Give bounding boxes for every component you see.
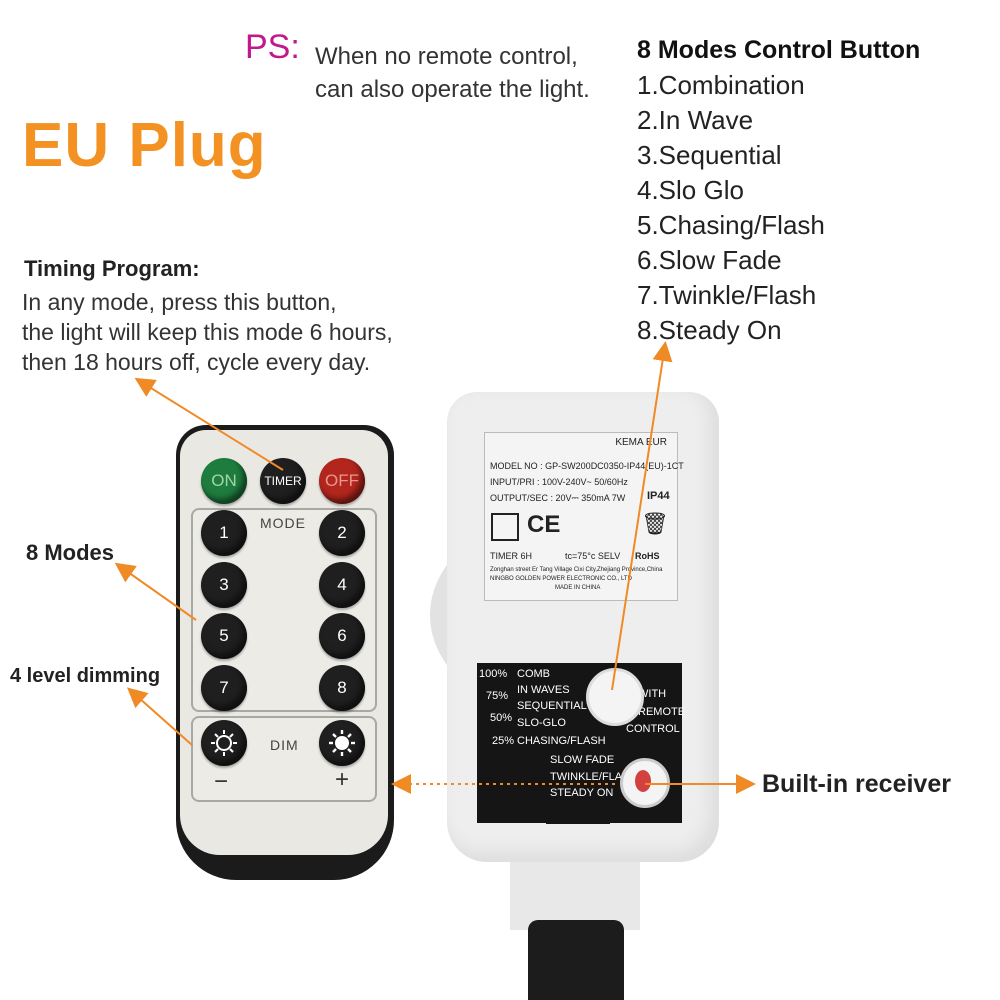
panel-mode: TWINKLE/FLASH [550,771,638,783]
mode-item: 6.Slow Fade [637,245,782,275]
timing-description: In any mode, press this button, the ligh… [22,287,393,377]
mode-button-8[interactable]: 8 [319,665,365,711]
mode-item: 5.Chasing/Flash [637,210,825,240]
power-cable [528,920,624,1000]
mode-item: 4.Slo Glo [637,175,744,205]
certification-marks: KEMA EUR [615,437,667,448]
sun-outline-icon [211,730,237,756]
ce-mark: CE [527,511,561,538]
weee-bin-icon: 🗑 [641,511,669,536]
modes-arrow [114,562,197,621]
dimming-arrow [127,687,193,746]
mode-button-7[interactable]: 7 [201,665,247,711]
temperature-spec: tc=75°c SELV [565,551,621,561]
minus-label: − [214,768,229,795]
mode-item: 2.In Wave [637,105,754,135]
rating-label: KEMA EUR MODEL NO : GP-SW200DC0350-IP44(… [484,432,684,601]
mode-button-arrow [611,341,673,691]
plug-type-heading: EU Plug [22,111,267,180]
modes-title: 8 Modes Control Button [637,36,921,64]
input-rating: INPUT/PRI : 100V-240V~ 50/60Hz [490,477,628,487]
mode-zone-label: MODE [260,515,306,531]
modes-callout: 8 Modes [26,540,115,565]
receiver-callout: Built-in receiver [762,770,951,798]
dimming-callout: 4 level dimming [10,665,161,687]
remote-note: CONTROL [626,723,680,735]
dim-percent: 25% [492,735,515,747]
model-number: MODEL NO : GP-SW200DC0350-IP44(EU)-1CT [490,461,684,471]
dim-up-button[interactable] [319,720,365,766]
timing-title: Timing Program: [24,256,200,281]
mode-item: 7.Twinkle/Flash [637,280,817,310]
origin-text: MADE IN CHINA [555,585,601,591]
ip-rating: IP44 [647,490,670,502]
mode-item: 1.Combination [637,70,805,100]
timing-line-3: then 18 hours off, cycle every day. [22,349,371,375]
sun-filled-icon [329,730,355,756]
modes-list: 1.Combination 2.In Wave 3.Sequential 4.S… [637,70,825,350]
dim-label: DIM [270,737,299,753]
dim-percent: 75% [486,690,509,702]
receiver-led [635,770,651,792]
panel-mode: SEQUENTIAL [517,700,587,712]
timer-arrow [134,377,284,471]
panel-mode: CHASING/FLASH [517,735,606,747]
panel-mode: IN WAVES [517,684,570,696]
mode-item: 8.Steady On [637,315,782,345]
ps-line-1: When no remote control, [315,43,578,70]
rohs-mark: RoHS [635,551,660,561]
double-insulation-icon [491,513,519,541]
remote-note: REMOTE [638,706,686,718]
timer-spec: TIMER 6H [490,551,533,561]
dim-percent: 50% [490,712,513,724]
panel-mode: COMB [517,668,550,680]
panel-mode: SLOW FADE [550,754,615,766]
mode-button-1[interactable]: 1 [201,510,247,556]
dim-percent: 100% [479,668,508,680]
timing-line-1: In any mode, press this button, [22,289,337,315]
output-rating: OUTPUT/SEC : 20V⎓ 350mA 7W [490,493,626,503]
panel-mode: STEADY ON [550,787,614,799]
manufacturer-name: NINGBO GOLDEN POWER ELECTRONIC CO., LTD [490,576,632,582]
dim-down-button[interactable] [201,720,247,766]
mode-panel-tab [546,748,610,824]
ps-note: When no remote control, can also operate… [315,40,590,106]
plus-label: + [335,766,350,793]
mode-push-button[interactable] [586,668,644,726]
ps-label: PS: [245,28,300,66]
mode-item: 3.Sequential [637,140,782,170]
ps-line-2: can also operate the light. [315,76,590,103]
timing-line-2: the light will keep this mode 6 hours, [22,319,393,345]
remote-note: WITH [638,688,667,700]
manufacturer-address: Zonghan street Er Tang Village Cixi City… [490,567,663,573]
panel-mode: SLO-GLO [517,717,566,729]
